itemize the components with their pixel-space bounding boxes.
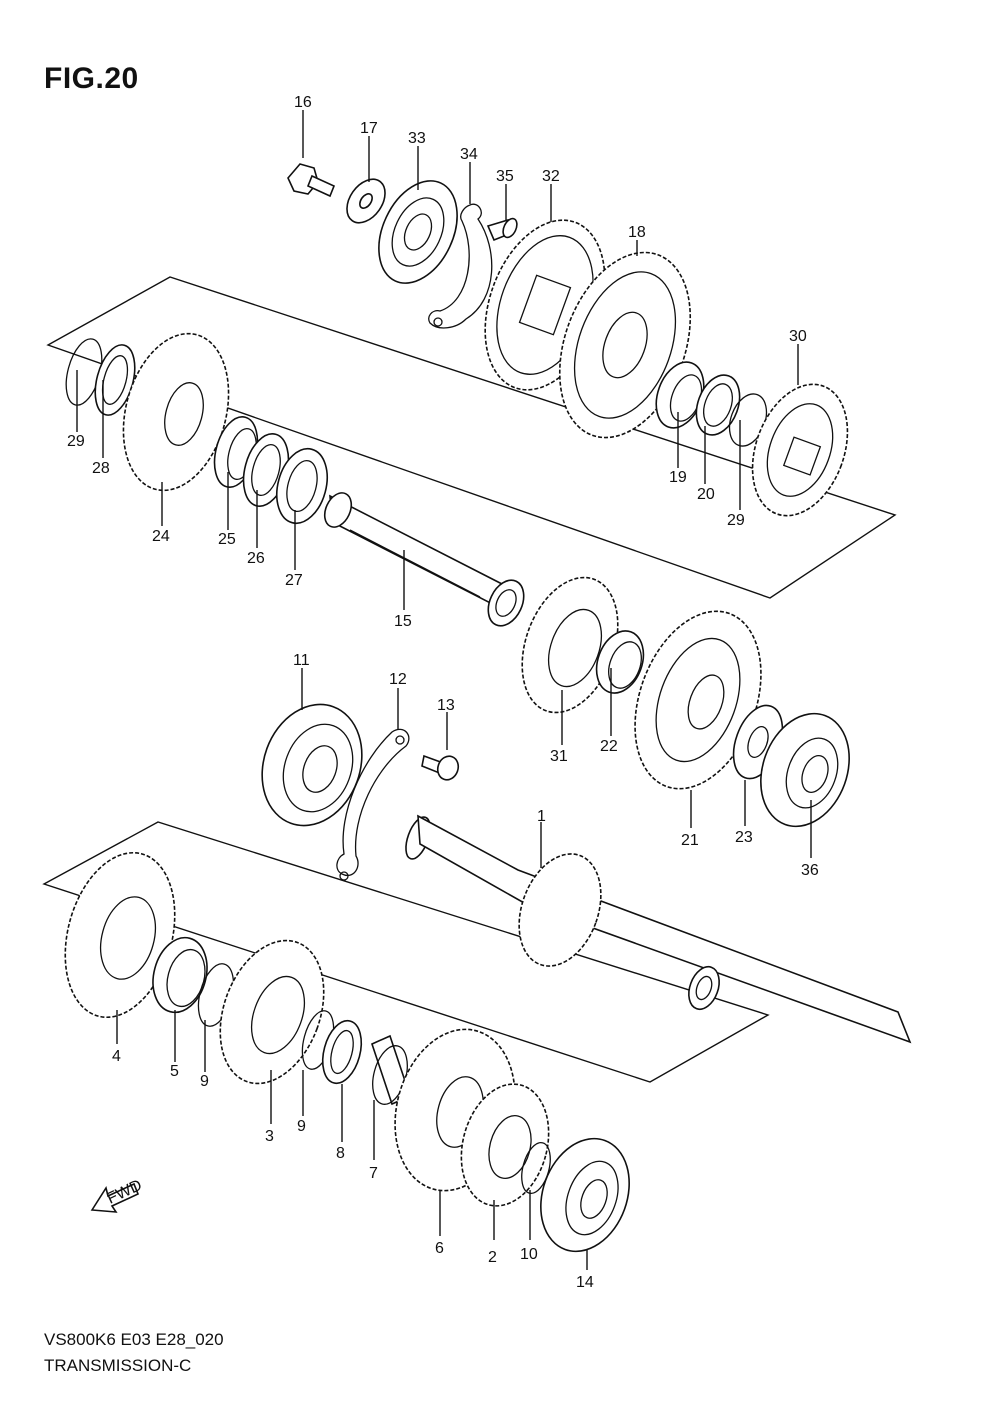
gear-24-part xyxy=(122,332,230,492)
callout-1: 1 xyxy=(537,808,546,825)
callout-29a: 29 xyxy=(67,433,85,450)
callout-5: 5 xyxy=(170,1063,179,1080)
gear-4-part xyxy=(64,851,176,1019)
washer-part xyxy=(346,178,386,224)
callout-33: 33 xyxy=(408,130,426,147)
screw-part xyxy=(486,217,518,242)
leader-lines xyxy=(76,110,812,1270)
callout-28: 28 xyxy=(92,460,110,477)
callout-27: 27 xyxy=(285,572,303,589)
washer-27-part xyxy=(276,447,328,525)
callout-16: 16 xyxy=(294,94,312,111)
washer-20-part xyxy=(695,374,741,436)
model-code: VS800K6 E03 E28_020 xyxy=(44,1330,224,1349)
washer-8-part xyxy=(321,1019,363,1085)
bearing-14-part xyxy=(540,1137,630,1253)
callout-23: 23 xyxy=(735,829,753,846)
callout-19: 19 xyxy=(669,469,687,486)
callout-31: 31 xyxy=(550,748,568,765)
callout-29b: 29 xyxy=(727,512,745,529)
figure-subtitle: TRANSMISSION-C xyxy=(44,1356,192,1375)
callout-34: 34 xyxy=(460,146,478,163)
figure-title: FIG.20 xyxy=(44,62,139,95)
callout-25: 25 xyxy=(218,531,236,548)
callout-4: 4 xyxy=(112,1048,121,1065)
callout-12: 12 xyxy=(389,671,407,688)
callout-10: 10 xyxy=(520,1246,538,1263)
callout-7: 7 xyxy=(369,1165,378,1182)
callout-32: 32 xyxy=(542,168,560,185)
circlip-10-part xyxy=(521,1142,551,1194)
screw-13-part xyxy=(421,754,460,781)
callout-30: 30 xyxy=(789,328,807,345)
bearing-11-part xyxy=(261,703,363,827)
bearing-top-part xyxy=(378,180,458,284)
callout-21: 21 xyxy=(681,832,699,849)
callout-8: 8 xyxy=(336,1145,345,1162)
callout-13: 13 xyxy=(437,697,455,714)
driveshaft-group-frame xyxy=(42,821,770,1083)
bolt-part xyxy=(287,163,336,198)
callout-14: 14 xyxy=(576,1274,594,1291)
countershaft-group-frame xyxy=(46,276,897,599)
washer-28-part xyxy=(94,344,136,416)
callout-20: 20 xyxy=(697,486,715,503)
callout-9a: 9 xyxy=(200,1073,209,1090)
bearing-36-part xyxy=(760,712,850,828)
callout-35: 35 xyxy=(496,168,514,185)
callout-15: 15 xyxy=(394,613,412,630)
gear-3-part xyxy=(219,939,325,1085)
callout-17: 17 xyxy=(360,120,378,137)
bearing-retainer-part xyxy=(428,203,493,329)
fwd-arrow-icon: FWD xyxy=(90,1177,145,1213)
countershaft-part xyxy=(323,492,525,627)
callout-9b: 9 xyxy=(297,1118,306,1135)
callout-26: 26 xyxy=(247,550,265,567)
bearing-retainer-12-part xyxy=(336,728,410,881)
callout-18: 18 xyxy=(628,224,646,241)
callouts: 16 17 33 34 35 32 18 30 19 20 29 29 28 2… xyxy=(67,94,819,1291)
callout-11: 11 xyxy=(293,652,310,669)
callout-24: 24 xyxy=(152,528,170,545)
fwd-label: FWD xyxy=(105,1177,145,1208)
gear-30-part xyxy=(751,383,849,517)
callout-6: 6 xyxy=(435,1240,444,1257)
callout-3: 3 xyxy=(265,1128,274,1145)
driveshaft-part xyxy=(405,814,912,1044)
callout-22: 22 xyxy=(600,738,618,755)
callout-2: 2 xyxy=(488,1249,497,1266)
callout-36: 36 xyxy=(801,862,819,879)
bushing-22-part xyxy=(595,630,645,694)
